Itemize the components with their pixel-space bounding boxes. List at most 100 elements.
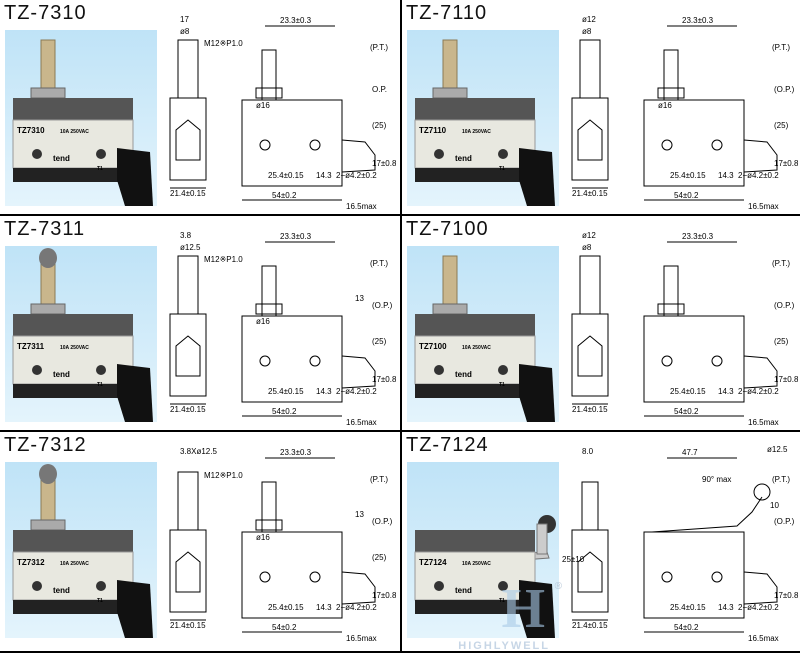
dimension-hole: 2−ø4.2±0.2 [738, 171, 779, 180]
side-view-body [169, 313, 207, 397]
dimension-len: 54±0.2 [272, 407, 297, 416]
dimension-b: ø8 [582, 243, 592, 252]
dimension-pt: (P.T.) [370, 475, 388, 484]
dimension-op: (O.P.) [774, 517, 795, 526]
photo-brand: tend [53, 154, 70, 163]
dimension-h: 23.3±0.3 [682, 232, 714, 241]
photo-term: T1 [97, 166, 103, 172]
dimension-thread: M12※P1.0 [204, 255, 243, 264]
dimension-side: 21.4±0.15 [572, 189, 608, 198]
dimension-op: (O.P.) [774, 301, 795, 310]
dimension-b: ø8 [180, 27, 190, 36]
dimension-w2: 14.3 [316, 603, 332, 612]
dimension-d25: (25) [774, 337, 789, 346]
dimension-h: 23.3±0.3 [280, 232, 312, 241]
dimension-d25: (25) [774, 121, 789, 130]
photo-label: TZ7311 [17, 342, 45, 351]
dimension-w2: 14.3 [316, 171, 332, 180]
front-view-body [241, 315, 343, 403]
dimension-h: 23.3±0.3 [682, 16, 714, 25]
dimension-thread: M12※P1.0 [204, 471, 243, 480]
photo-label: TZ7124 [419, 558, 447, 567]
photo-rating: 10A 250VAC [60, 345, 89, 351]
dimension-h: 23.3±0.3 [280, 16, 312, 25]
dimension-max: 16.5max [748, 418, 779, 426]
dimension-d16: ø16 [256, 533, 270, 542]
model-title: TZ-7311 [4, 218, 86, 240]
photo-term: T1 [499, 166, 505, 172]
dimension-thread: M12※P1.0 [204, 39, 243, 48]
side-view-body [571, 529, 609, 613]
dimension-d17: 17±0.8 [372, 375, 396, 384]
dimension-pt: (P.T.) [370, 259, 388, 268]
dimension-hole: 2−ø4.2±0.2 [738, 603, 779, 612]
dimension-a: 3.8Xø12.5 [180, 447, 217, 456]
dimension-w1: 25.4±0.15 [268, 171, 304, 180]
dimension-side: 21.4±0.15 [572, 405, 608, 414]
front-view-body [643, 315, 745, 403]
dimension-v10: 10 [770, 501, 779, 510]
dimension-w1: 25.4±0.15 [670, 387, 706, 396]
dimension-a: ø12 [582, 15, 596, 24]
dimension-op: (O.P.) [372, 301, 393, 310]
dimension-v13: 13 [355, 510, 364, 519]
photo-label: TZ7110 [419, 126, 447, 135]
model-title: TZ-7110 [406, 2, 488, 24]
dimension-s25: 25±10 [562, 555, 585, 564]
dimension-ang: 90° max [702, 475, 731, 484]
dimension-a: 17 [180, 15, 189, 24]
photo-rating: 10A 250VAC [462, 561, 491, 567]
dimension-side: 21.4±0.15 [170, 621, 206, 630]
photo-term: T1 [97, 382, 103, 388]
photo-label: TZ7100 [419, 342, 447, 351]
photo-label: TZ7312 [17, 558, 45, 567]
dimension-op: (O.P.) [774, 85, 795, 94]
dimension-hole: 2−ø4.2±0.2 [336, 603, 377, 612]
dimension-d16: ø16 [256, 317, 270, 326]
dimension-h: 23.3±0.3 [280, 448, 312, 457]
photo-rating: 10A 250VAC [60, 561, 89, 567]
dimension-d25: (25) [372, 337, 387, 346]
dimension-a: 3.8 [180, 231, 192, 240]
photo-brand: tend [53, 370, 70, 379]
dimension-w1: 25.4±0.15 [268, 603, 304, 612]
photo-rating: 10A 250VAC [462, 129, 491, 135]
photo-term: T1 [97, 598, 103, 604]
dimension-d16: ø16 [658, 101, 672, 110]
dimension-a: 8.0 [582, 447, 594, 456]
dimension-max: 16.5max [346, 634, 377, 642]
dimension-hole: 2−ø4.2±0.2 [738, 387, 779, 396]
dimension-d25: (25) [372, 553, 387, 562]
photo-brand: tend [53, 586, 70, 595]
dimension-d16: ø16 [256, 101, 270, 110]
model-title: TZ-7310 [4, 2, 87, 24]
dimension-max: 16.5max [748, 202, 779, 210]
dimension-w2: 14.3 [718, 171, 734, 180]
dimension-d17: 17±0.8 [774, 375, 798, 384]
dimension-h: 47.7 [682, 448, 698, 457]
side-view-body [571, 313, 609, 397]
photo-brand: tend [455, 154, 472, 163]
photo-brand: tend [455, 370, 472, 379]
dimension-len: 54±0.2 [272, 191, 297, 200]
photo-brand: tend [455, 586, 472, 595]
watermark-logo: H [501, 578, 545, 640]
dimension-d17: 17±0.8 [372, 591, 396, 600]
photo-rating: 10A 250VAC [60, 129, 89, 135]
dimension-hole: 2−ø4.2±0.2 [336, 171, 377, 180]
